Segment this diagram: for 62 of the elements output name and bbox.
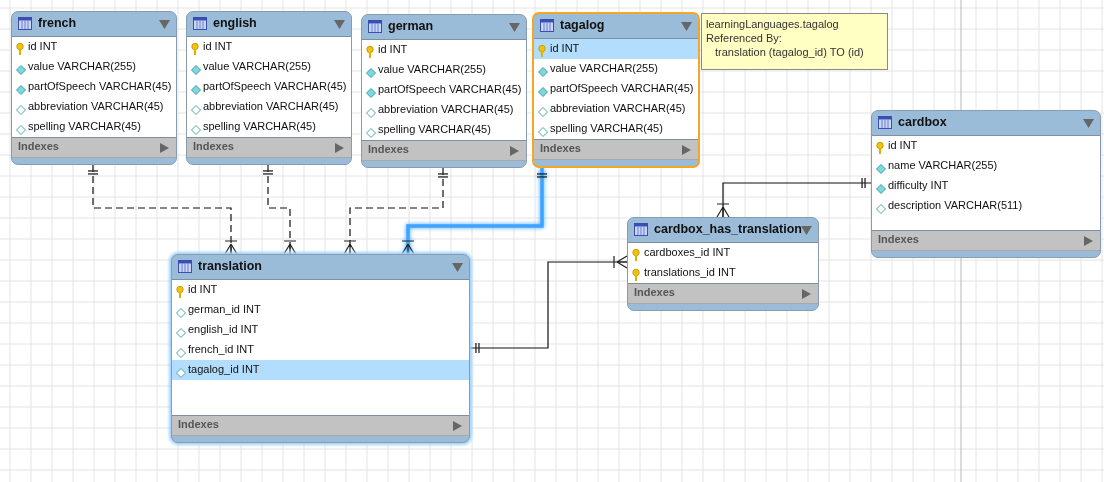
tooltip-text: Referenced By: [706,31,782,45]
tooltip-box [701,13,888,70]
column-text: id INT [378,43,408,55]
column-text: abbreviation VARCHAR(45) [550,102,686,114]
section-label: Indexes [540,142,581,154]
relationship-line [88,164,238,255]
column-text: abbreviation VARCHAR(45) [28,100,164,112]
table-name: french [38,16,77,30]
section-label: Indexes [634,286,675,298]
column-text: spelling VARCHAR(45) [378,123,491,135]
section-label: Indexes [368,143,409,155]
table-card [627,217,819,311]
column-text: spelling VARCHAR(45) [28,120,141,132]
table-name: english [213,16,257,30]
column-text: french_id INT [188,343,255,355]
column-text: id INT [188,283,218,295]
column-text: value VARCHAR(255) [378,63,486,75]
table-name: translation [198,259,262,273]
column-text: difficulty INT [888,179,949,191]
tooltip-text: translation (tagalog_id) TO (id) [714,45,864,59]
highlighted-relationship-line [401,168,547,255]
table-name: tagalog [560,18,605,32]
column-text: german_id INT [188,303,261,315]
table-card [871,110,1101,258]
column-text: abbreviation VARCHAR(45) [203,100,339,112]
column-text: spelling VARCHAR(45) [203,120,316,132]
section-label: Indexes [193,140,234,152]
column-text: value VARCHAR(255) [203,60,311,72]
column-text: partOfSpeech VARCHAR(45) [28,80,172,92]
tooltip-text: learningLanguages.tagalog [706,17,839,31]
column-text: value VARCHAR(255) [28,60,136,72]
column-text: description VARCHAR(511) [888,199,1023,211]
column-text: cardboxes_id INT [644,246,731,258]
column-text: name VARCHAR(255) [888,159,998,171]
column-text: id INT [203,40,233,52]
relationship-line [469,255,628,353]
column-text: english_id INT [188,323,259,335]
column-text: partOfSpeech VARCHAR(45) [378,83,522,95]
table-card [361,14,527,168]
relationship-line [716,178,872,218]
table-card [186,11,352,165]
column-text: value VARCHAR(255) [550,62,658,74]
table-name: german [388,19,434,33]
column-text: abbreviation VARCHAR(45) [378,103,514,115]
table-card [11,11,177,165]
column-text: id INT [888,139,918,151]
relationship-line [263,164,297,255]
section-label: Indexes [178,418,219,430]
table-name: cardbox [898,115,947,129]
table-name: cardbox_has_translation [654,222,802,236]
relationship-line [343,167,448,255]
column-text: id INT [28,40,58,52]
section-label: Indexes [18,140,59,152]
column-text: id INT [550,42,580,54]
section-label: Indexes [878,233,919,245]
column-text: partOfSpeech VARCHAR(45) [550,82,694,94]
table-card [532,12,700,168]
column-text: tagalog_id INT [188,363,260,375]
column-text: spelling VARCHAR(45) [550,122,663,134]
column-text: partOfSpeech VARCHAR(45) [203,80,347,92]
column-text: translations_id INT [644,266,736,278]
table-card [171,254,470,443]
